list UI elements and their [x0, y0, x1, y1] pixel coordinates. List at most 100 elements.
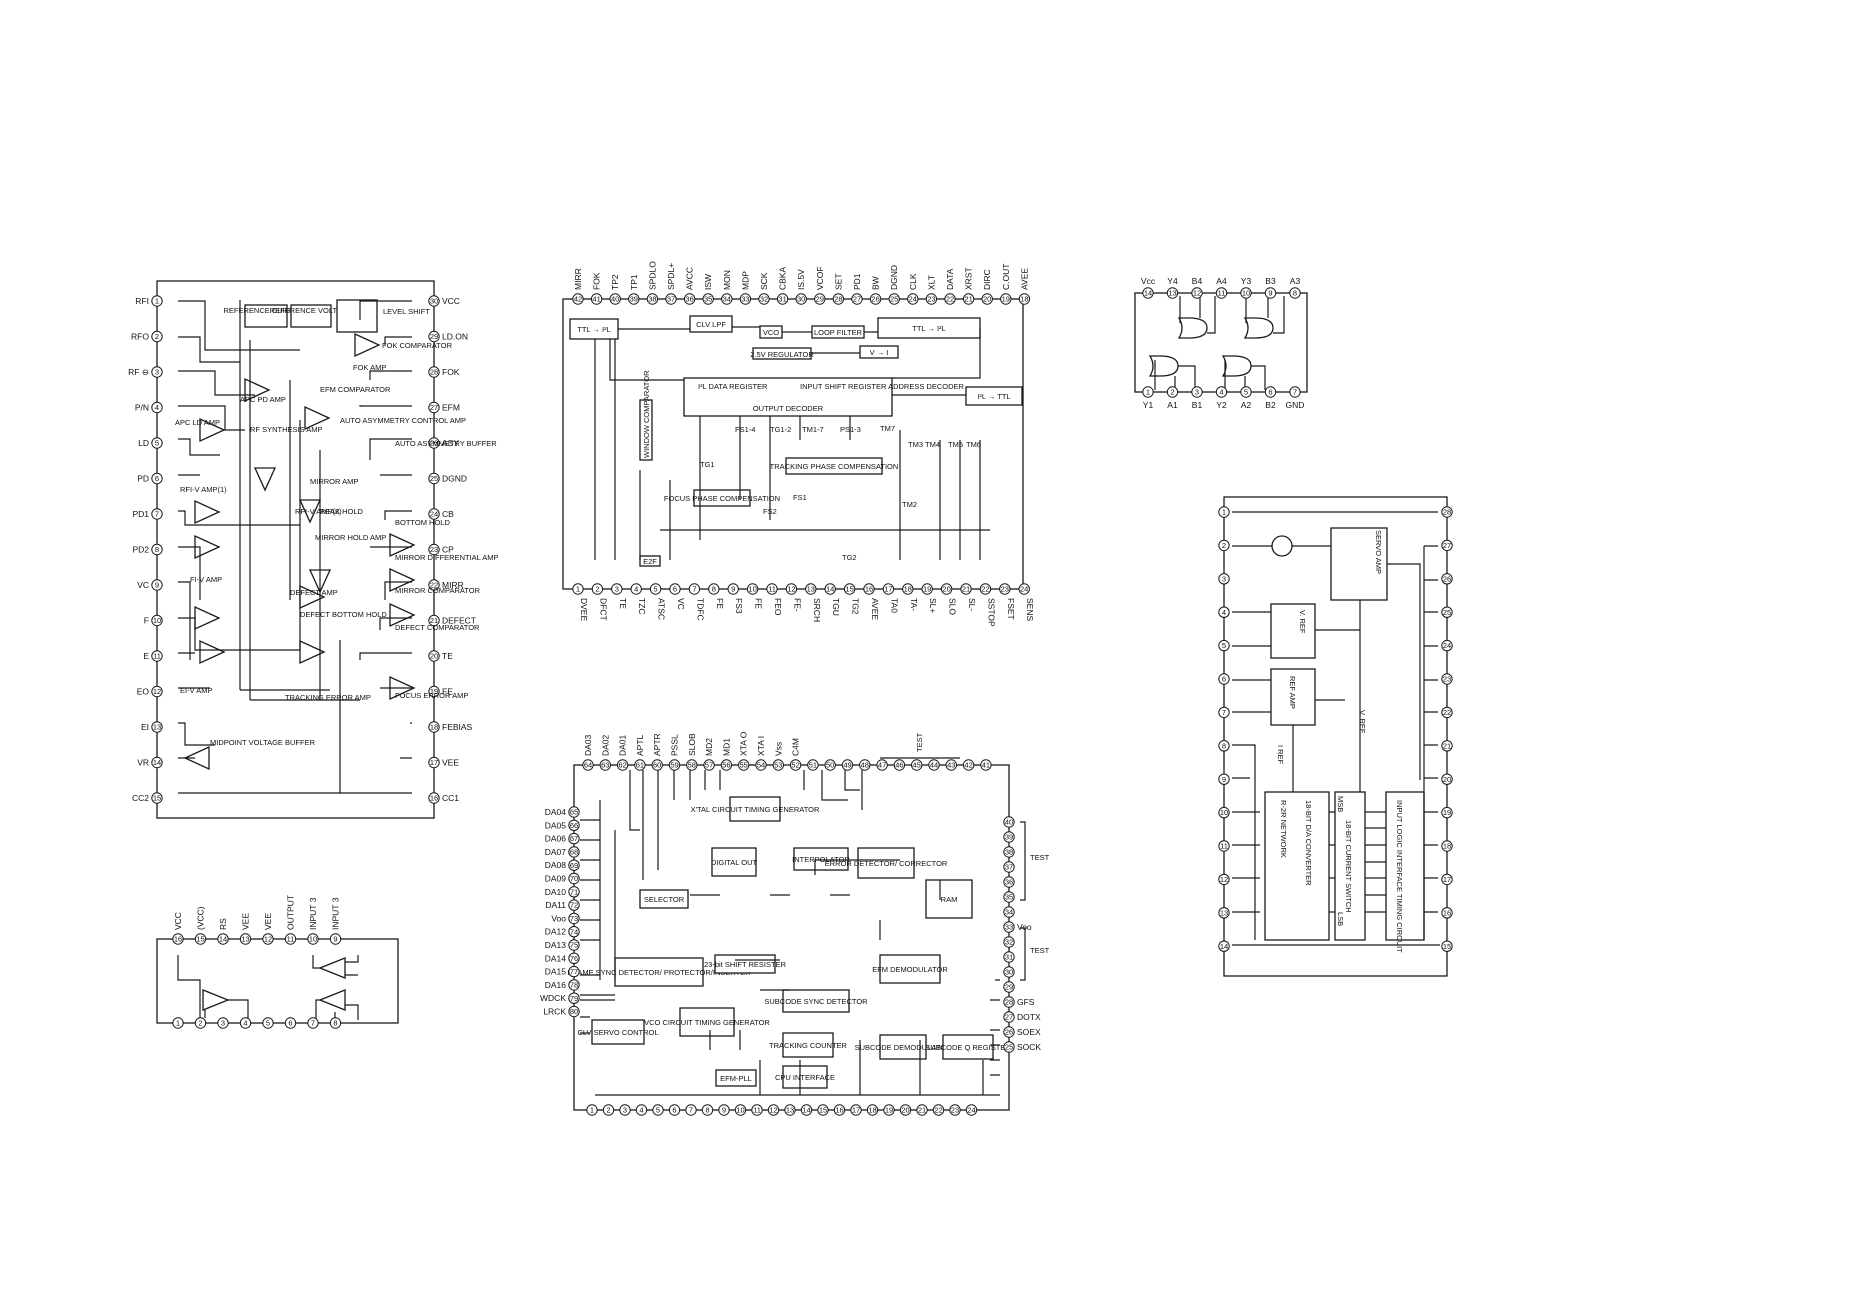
rf-left-pin-circle	[151, 614, 163, 627]
dsp-bottom-pin-number: 1	[590, 1106, 594, 1115]
dsp-top-pin-number: 43	[947, 761, 955, 770]
opamp-top-pin-number: 13	[241, 935, 249, 944]
servo-top-pin-number: 22	[946, 295, 954, 304]
dac-vref-block	[1270, 603, 1316, 659]
servo-function-label: TG1-2	[770, 425, 791, 434]
dsp-bottom-pin-number: 10	[736, 1106, 744, 1115]
opamp-top-pin-circle	[262, 933, 274, 945]
opamp-top-pin-name: VEE	[263, 913, 273, 930]
servo-bottom-pin-number: 15	[845, 585, 853, 594]
nand-top-pin-number: 11	[1218, 289, 1226, 298]
dsp-block	[782, 989, 850, 1013]
opamp-top-pin-circle	[172, 933, 184, 945]
servo-top-pin-name: SPDLO	[647, 261, 657, 290]
dsp-left-pin-name: DA05	[545, 820, 567, 830]
dac-right-pin-27: 27	[1441, 539, 1453, 552]
dsp-right-pin-circle	[1003, 876, 1015, 888]
dac-r2r-label: R-2R NETWORK	[1279, 800, 1288, 858]
nand-bottom-pin-circle	[1215, 386, 1228, 398]
rf-right-pin-circle	[428, 366, 440, 378]
dsp-right-pin-circle	[1003, 966, 1015, 978]
dsp-right-pin-number: 33	[1005, 923, 1013, 932]
servo-clv-lpf-label: CLV LPF	[696, 320, 726, 329]
dac-left-pin-number: 9	[1222, 775, 1226, 784]
rf-left-pin-circle	[151, 721, 163, 733]
nand-outline	[1134, 292, 1308, 393]
opamp-bottom-pin-7: 7	[307, 1017, 319, 1029]
servo-bottom-pin-circle	[882, 583, 895, 595]
servo-top-pin-number: 37	[667, 295, 675, 304]
servo-top-pin-number: 23	[927, 295, 935, 304]
rf-right-pin-name: MIRR	[442, 580, 464, 590]
nand-bottom-pin-circle	[1240, 386, 1252, 398]
opamp-bottom-pin-5: 5	[262, 1017, 274, 1029]
dac-left-pin-14: 14	[1218, 940, 1230, 952]
dsp-left-pin-number: 71	[570, 887, 578, 896]
dac-left-pin-9: 9	[1218, 773, 1230, 785]
dsp-bottom-pin-circle	[916, 1104, 928, 1116]
dac-left-pin-6: 6	[1218, 673, 1230, 685]
rf-left-pin-number: 9	[155, 581, 159, 590]
dsp-top-pin-circle	[893, 759, 906, 771]
dsp-bottom-pin-6: 6	[668, 1104, 681, 1116]
dsp-right-pin-30: 30	[1003, 966, 1015, 978]
servo-top-pin-circle	[832, 293, 845, 305]
rf-right-pin-number: 27	[430, 403, 438, 412]
servo-bottom-pin-name: SL+	[928, 598, 938, 613]
servo-ttl-i2l-label-1: TTL → I²L	[577, 325, 610, 334]
dsp-bottom-pin-18: 18	[866, 1104, 879, 1116]
servo-bottom-pin-name: TE	[618, 598, 628, 609]
servo-bottom-pin-name: FSET	[1006, 598, 1016, 620]
servo-bottom-pin-number: 8	[712, 585, 716, 594]
rf-amp-triangle	[299, 639, 326, 665]
dsp-bottom-pin-20: 20	[899, 1104, 912, 1116]
servo-ttl-i2l-block-2	[877, 317, 981, 339]
rf-function-label: FOK COMPARATOR	[382, 341, 453, 350]
rf-right-pin-circle	[428, 330, 440, 343]
dsp-top-pin-circle	[634, 759, 646, 771]
dsp-left-pin-circle	[568, 939, 580, 951]
dsp-left-pin-number: 77	[570, 967, 578, 976]
dsp-top-pin-number: 61	[636, 761, 644, 770]
nand-top-pin-number: 12	[1193, 289, 1201, 298]
dac-left-pin-circle	[1218, 907, 1230, 919]
rf-amp-triangle	[183, 745, 210, 771]
dsp-test-label-2: TEST	[1030, 946, 1050, 955]
dac-left-pin-number: 12	[1220, 875, 1228, 884]
rf-amp-diagram: REFERENCE CURRENT REFERENCE VOLTAGE LEVE…	[128, 280, 498, 819]
dsp-right-pin-number: 36	[1005, 878, 1013, 887]
dsp-left-pin-name: WDCK	[540, 993, 566, 1003]
servo-bottom-pin-circle	[572, 583, 584, 595]
opamp-bottom-pin-6: 6	[284, 1017, 297, 1029]
rf-right-pin-circle	[428, 437, 440, 449]
servo-function-label: FS2	[763, 507, 777, 516]
rf-right-pin-number: 23	[430, 545, 438, 554]
nand-bottom-pin-5: 5A2	[1240, 386, 1252, 410]
rf-right-pin-number: 28	[430, 368, 438, 377]
dsp-top-pin-name: APTL	[635, 734, 645, 756]
dac-left-pin-circle	[1218, 539, 1230, 552]
dsp-bottom-pin-circle	[602, 1104, 615, 1116]
nand-top-pin-name: A3	[1290, 276, 1301, 286]
servo-bottom-pin-circle	[843, 583, 856, 595]
servo-top-pin-name: ISW	[703, 274, 713, 290]
servo-top-pin-circle	[944, 293, 956, 305]
servo-bottom-pin-name: TGU	[831, 598, 841, 616]
servo-top-pin-circle	[814, 293, 826, 305]
